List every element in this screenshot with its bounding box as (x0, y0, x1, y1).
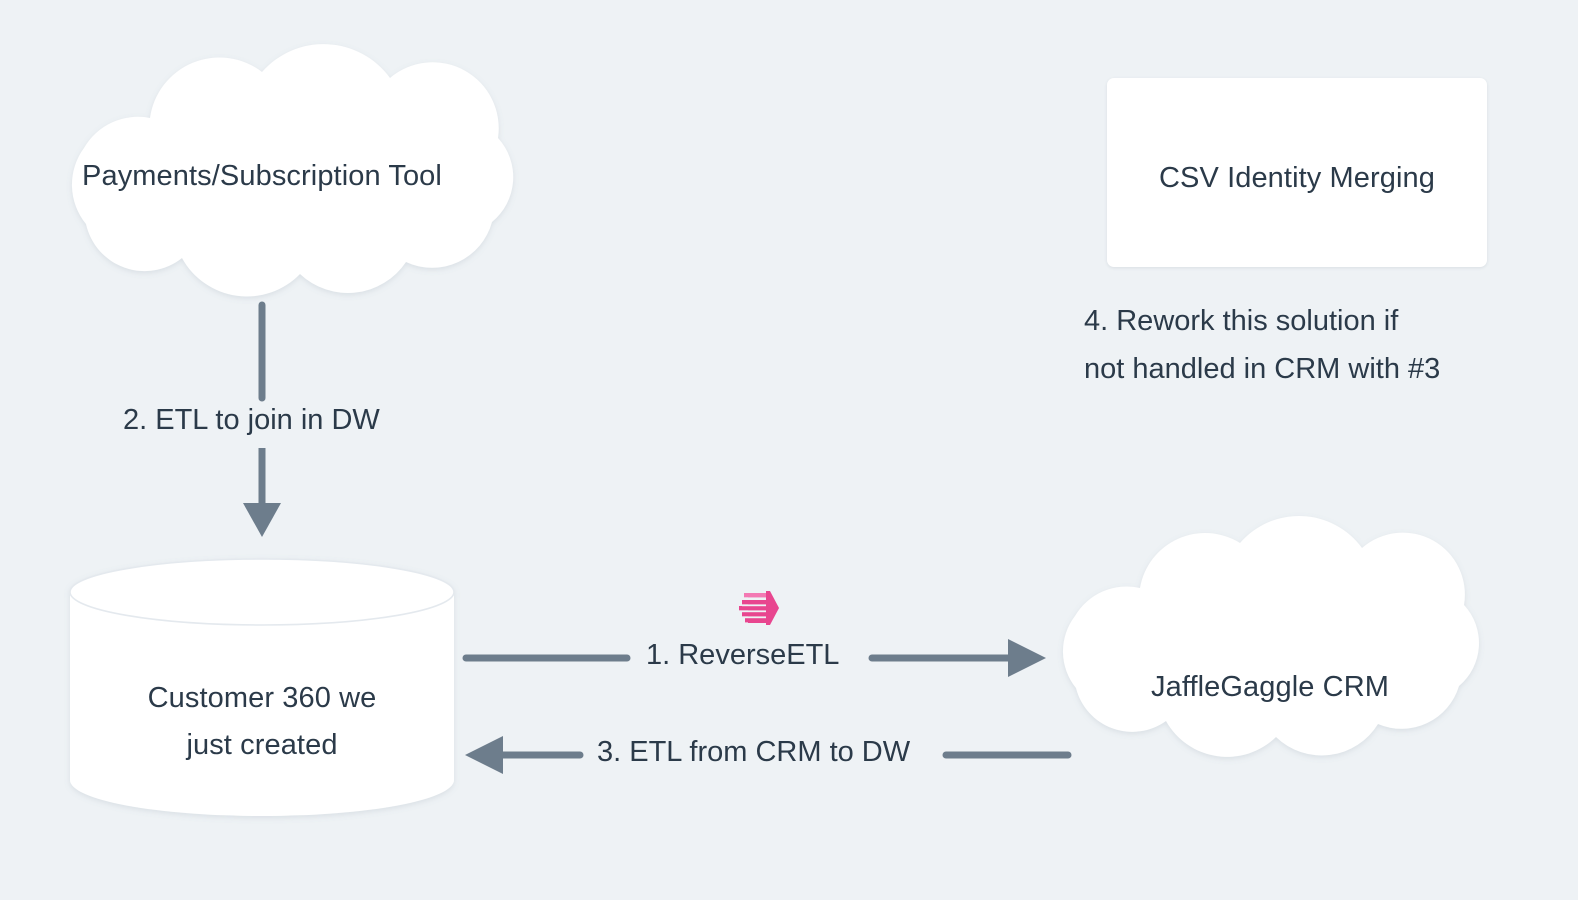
arrowhead-left-icon (465, 736, 503, 774)
arrowhead-right-icon (1008, 639, 1046, 677)
annotation-rework-note: 4. Rework this solution if not handled i… (1084, 305, 1441, 386)
node-jafflegaggle-crm-shape[interactable] (1062, 516, 1479, 757)
edge-label-etl-from-crm-to-dw: 3. ETL from CRM to DW (589, 738, 919, 767)
hightouch-hexagon-logo-wrapper (736, 585, 782, 631)
edge-label-reverse-etl: 1. ReverseETL (638, 641, 848, 670)
node-payments-tool-shape[interactable] (71, 44, 514, 297)
hightouch-hexagon-logo-icon (739, 591, 779, 625)
node-customer-360-warehouse-shape[interactable] (69, 558, 455, 816)
edge-label-etl-join-dw: 2. ETL to join in DW (115, 406, 388, 435)
edge-etl-join-dw-line (243, 301, 281, 537)
node-csv-identity-merging-shape[interactable] (1107, 78, 1487, 267)
edge-etl-from-crm-to-dw-line (465, 736, 1072, 774)
arrowhead-down-icon (243, 503, 281, 537)
edge-reverse-etl-line (462, 639, 1046, 677)
